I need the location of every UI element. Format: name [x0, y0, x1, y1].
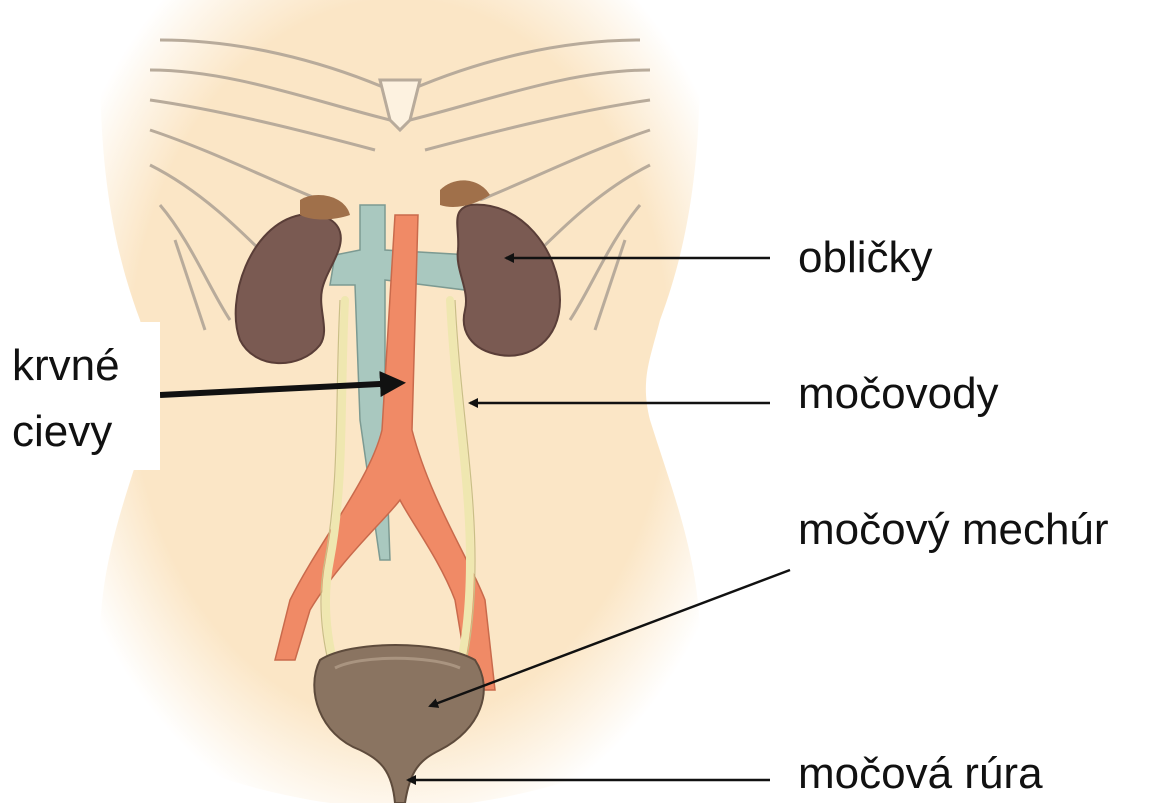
label-kidneys: obličky — [798, 236, 933, 280]
label-bladder: močový mechúr — [798, 508, 1109, 552]
label-vessels-line2: cievy — [12, 410, 112, 454]
label-vessels-line1: krvné — [12, 344, 120, 388]
label-ureters: močovody — [798, 372, 999, 416]
label-urethra: močová rúra — [798, 752, 1043, 796]
